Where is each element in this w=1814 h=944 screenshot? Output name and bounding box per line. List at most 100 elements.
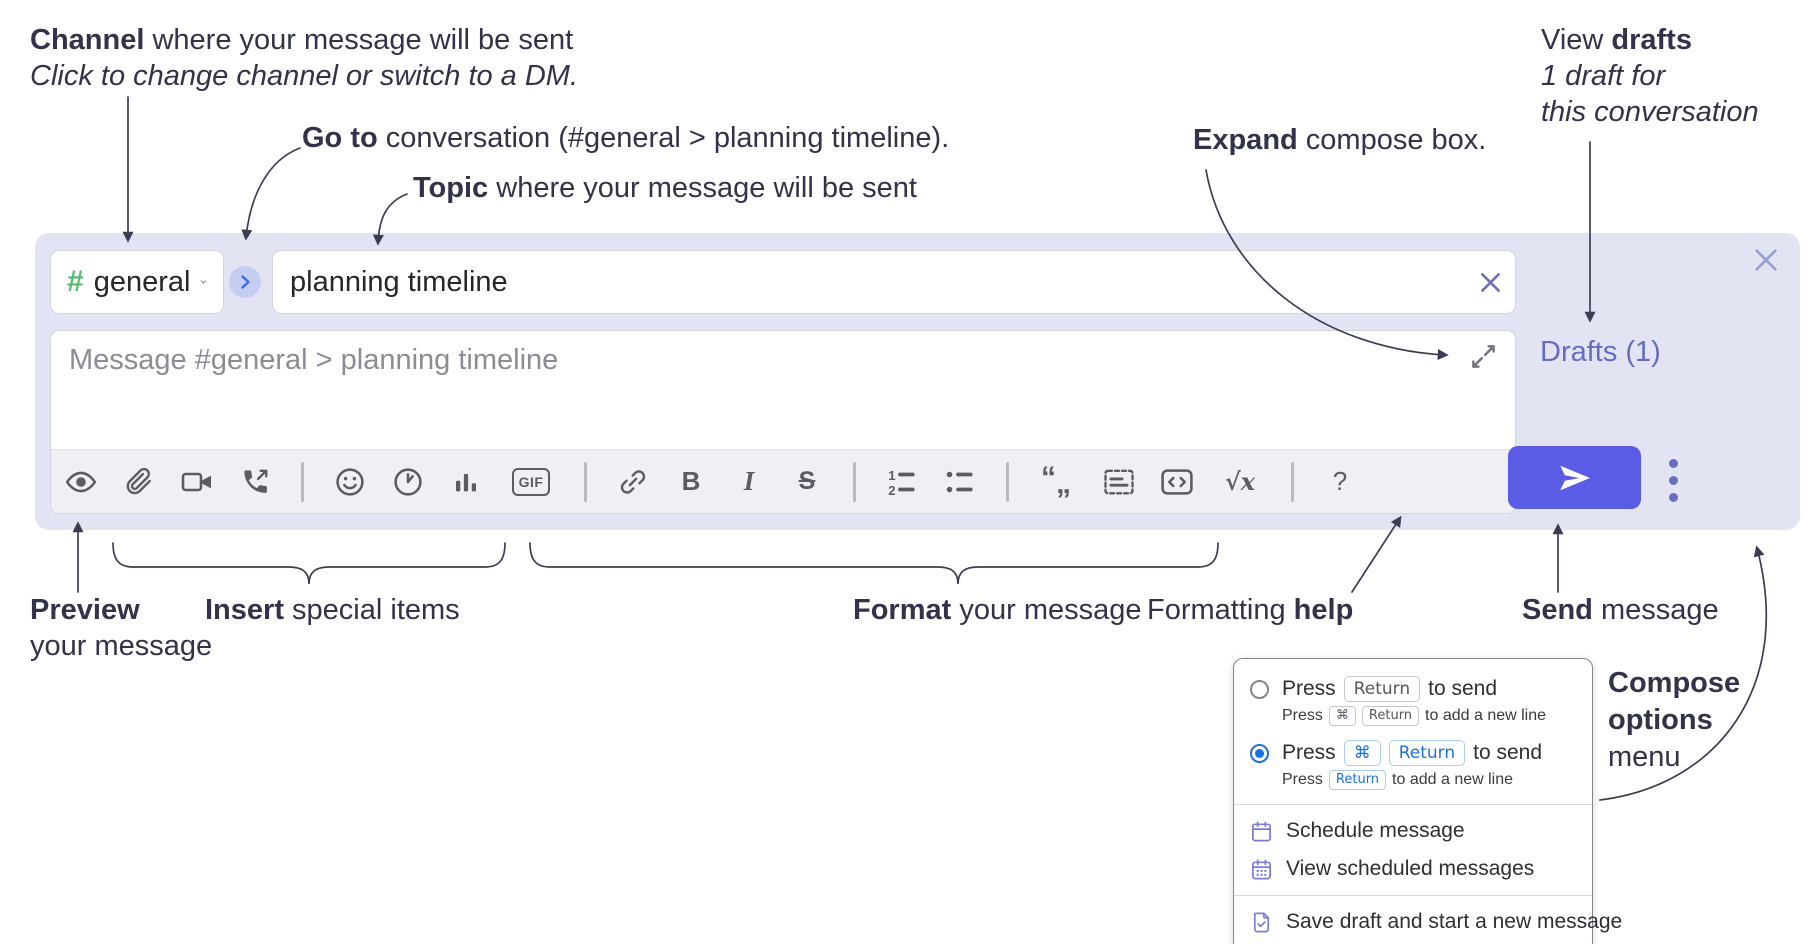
close-icon xyxy=(1481,272,1500,292)
topic-input[interactable] xyxy=(273,265,1480,299)
audio-call-button[interactable] xyxy=(238,460,272,504)
topic-clear-button[interactable] xyxy=(1480,272,1501,293)
channel-annotation: Channel where your message will be sent xyxy=(30,22,573,58)
math-icon: √x xyxy=(1224,467,1256,496)
radio-selected-icon[interactable] xyxy=(1250,744,1269,763)
expand-annotation: Expand compose box. xyxy=(1193,122,1486,158)
save-draft-item[interactable]: Save draft and start a new message xyxy=(1234,903,1622,941)
goto-conversation-button[interactable] xyxy=(229,266,261,298)
bold-icon: B xyxy=(681,466,701,496)
option1-sub-post: to add a new line xyxy=(1425,707,1547,724)
draft-check-icon xyxy=(1253,912,1270,932)
global-time-button[interactable] xyxy=(391,460,425,504)
expand-compose-button[interactable] xyxy=(1470,343,1497,370)
drafts-link[interactable]: Drafts (1) xyxy=(1540,336,1661,368)
view-drafts-bold: drafts xyxy=(1611,24,1692,56)
option2-sub-post: to add a new line xyxy=(1392,771,1514,788)
strikethrough-button[interactable]: S xyxy=(790,460,824,504)
preview-button[interactable] xyxy=(64,460,98,504)
option1-sub-pre: Press xyxy=(1282,707,1323,724)
italic-button[interactable]: I xyxy=(732,460,766,504)
radio-unselected-icon[interactable] xyxy=(1250,680,1269,699)
formatting-help-bold: help xyxy=(1293,594,1354,626)
message-formatting-help-button[interactable]: ? xyxy=(1323,460,1357,504)
topic-annotation: Topic where your message will be sent xyxy=(413,170,917,206)
send-plane-icon xyxy=(1559,465,1590,490)
spoiler-button[interactable] xyxy=(1102,460,1136,504)
cmd-key: ⌘ xyxy=(1328,706,1356,726)
numbered-list-icon: 12 xyxy=(888,468,915,497)
math-button[interactable]: √x xyxy=(1218,460,1262,504)
compose-options-menu-button[interactable] xyxy=(1665,455,1682,506)
gif-icon: GIF xyxy=(511,467,551,496)
popup-divider xyxy=(1234,895,1592,896)
popup-divider xyxy=(1234,804,1592,805)
view-drafts-pre: View xyxy=(1541,24,1612,56)
toolbar-divider xyxy=(1291,461,1294,502)
svg-text:1: 1 xyxy=(888,468,895,483)
option2-post: to send xyxy=(1473,741,1542,764)
format-annotation-rest: your message xyxy=(951,594,1142,626)
formatting-help-pre: Formatting xyxy=(1147,594,1294,626)
return-key: Return xyxy=(1343,676,1421,702)
vertical-dots-icon xyxy=(1669,476,1678,485)
compose-options-line1: Compose xyxy=(1608,667,1741,699)
video-camera-icon xyxy=(181,472,211,491)
gif-button[interactable]: GIF xyxy=(507,460,555,504)
compose-box: # general xyxy=(35,233,1800,530)
view-scheduled-messages-item[interactable]: View scheduled messages xyxy=(1234,850,1592,888)
view-drafts-line1: View drafts xyxy=(1541,22,1759,58)
send-button[interactable] xyxy=(1508,446,1641,509)
toolbar-divider xyxy=(853,461,856,502)
insert-annotation: Insert special items xyxy=(205,592,460,628)
compose-options-line3: menu xyxy=(1608,741,1681,773)
connector-goto xyxy=(241,147,301,241)
topic-input-box xyxy=(272,250,1516,314)
smiley-icon xyxy=(336,467,364,496)
preview-annotation-rest: your message xyxy=(30,630,213,662)
formatting-help-annotation: Formatting help xyxy=(1147,592,1353,628)
chevron-down-icon xyxy=(201,280,207,284)
italic-icon: I xyxy=(743,466,755,496)
channel-selector[interactable]: # general xyxy=(50,250,224,314)
code-button[interactable] xyxy=(1160,460,1194,504)
brace-insert xyxy=(112,542,506,585)
return-key: Return xyxy=(1361,706,1420,726)
enter-sends-option-sub: Press ⌘Return to add a new line xyxy=(1234,703,1592,733)
poll-button[interactable] xyxy=(449,460,483,504)
strikethrough-icon: S xyxy=(798,467,816,495)
message-textarea[interactable] xyxy=(51,331,1515,449)
spoiler-icon xyxy=(1104,469,1134,494)
goto-annotation-rest: conversation (#general > planning timeli… xyxy=(377,122,950,154)
attach-file-button[interactable] xyxy=(122,460,156,504)
option1-pre: Press xyxy=(1282,677,1336,700)
message-box: GIF B I S 12 “„ xyxy=(50,330,1516,514)
quote-button[interactable]: “„ xyxy=(1038,460,1078,504)
bulleted-list-button[interactable] xyxy=(943,460,977,504)
channel-hash-icon: # xyxy=(67,265,84,298)
schedule-message-item[interactable]: Schedule message xyxy=(1234,812,1592,850)
quote-icon: “„ xyxy=(1041,460,1071,500)
emoji-button[interactable] xyxy=(333,460,367,504)
expand-annotation-rest: compose box. xyxy=(1297,124,1487,156)
video-call-button[interactable] xyxy=(180,460,214,504)
topic-annotation-rest: where your message will be sent xyxy=(488,172,917,204)
channel-annotation-sub: Click to change channel or switch to a D… xyxy=(30,60,579,92)
option2-sub-pre: Press xyxy=(1282,771,1323,788)
channel-name: general xyxy=(93,265,191,298)
bold-button[interactable]: B xyxy=(674,460,708,504)
chevron-right-icon xyxy=(240,275,250,289)
view-drafts-annotation: View drafts 1 draft for this conversatio… xyxy=(1541,22,1759,130)
compose-close-button[interactable] xyxy=(1754,248,1778,272)
toolbar-divider xyxy=(584,461,587,502)
goto-annotation-bold: Go to xyxy=(302,122,378,154)
link-button[interactable] xyxy=(616,460,650,504)
option2-pre: Press xyxy=(1282,741,1336,764)
channel-annotation-bold: Channel xyxy=(30,24,145,56)
